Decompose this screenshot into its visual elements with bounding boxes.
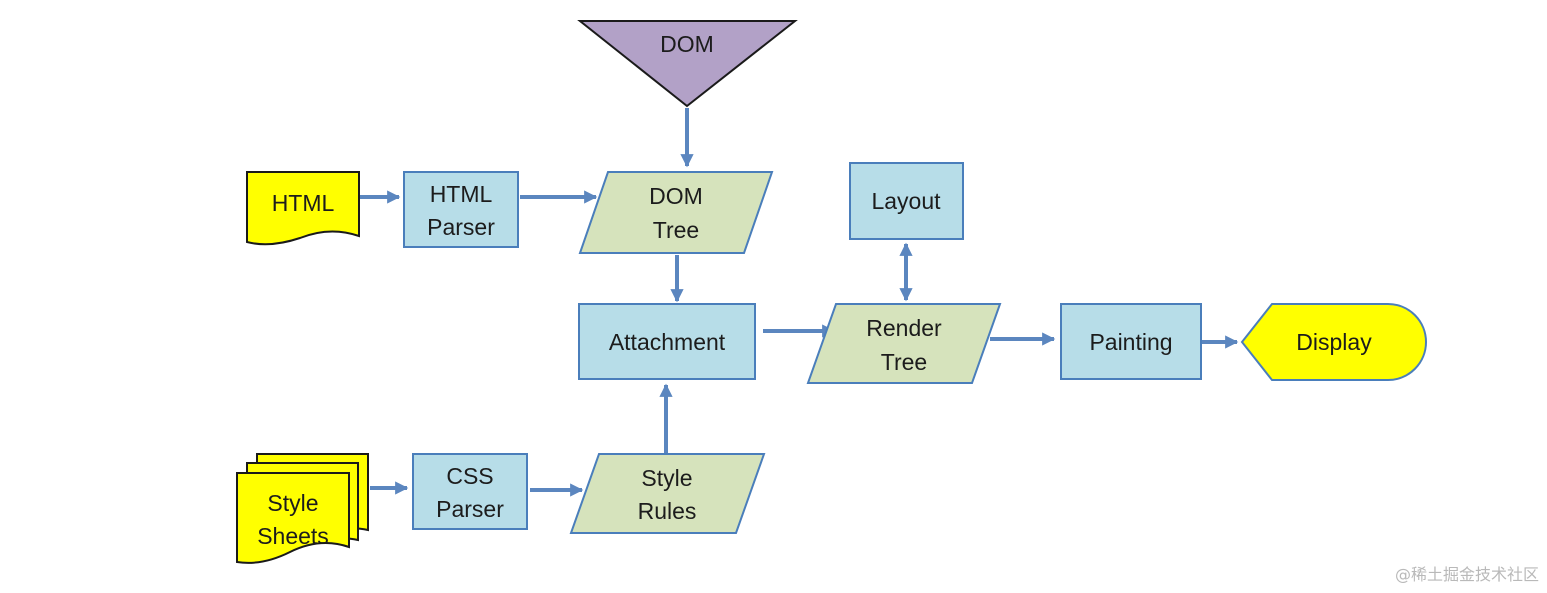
- painting-box: [1060, 303, 1202, 380]
- node-layout: Layout: [849, 162, 964, 240]
- attachment-label: Attachment: [609, 329, 726, 355]
- painting-label: Painting: [1089, 329, 1172, 355]
- node-css-parser: CSS Parser: [412, 453, 528, 530]
- html-parser-label-line1: HTML: [430, 181, 493, 207]
- dom-tree-label-line1: DOM: [649, 183, 703, 209]
- dom-label: DOM: [660, 31, 714, 57]
- node-style-sheets: Style Sheets: [236, 453, 369, 564]
- css-parser-box: [412, 453, 528, 530]
- style-rules-label-line1: Style: [641, 465, 692, 491]
- node-html-parser: HTML Parser: [403, 171, 519, 248]
- layout-label: Layout: [871, 188, 941, 214]
- html-document-shape: [246, 171, 360, 246]
- node-style-rules: Style Rules: [569, 453, 766, 534]
- node-painting: Painting: [1060, 303, 1202, 380]
- node-dom: DOM: [577, 20, 798, 108]
- style-rules-shape: [569, 453, 766, 534]
- layout-box: [849, 162, 964, 240]
- dom-tree-label-line2: Tree: [653, 217, 699, 243]
- html-parser-box: [403, 171, 519, 248]
- style-sheets-label-line1: Style: [267, 490, 318, 516]
- render-tree-label-line2: Tree: [881, 349, 927, 375]
- dom-tree-shape: [578, 171, 774, 254]
- dom-triangle-shape: [577, 20, 798, 108]
- style-rules-label-line2: Rules: [638, 498, 697, 524]
- node-dom-tree: DOM Tree: [578, 171, 774, 254]
- node-display: Display: [1240, 303, 1427, 381]
- watermark: @稀土掘金技术社区: [1394, 565, 1539, 584]
- html-label: HTML: [272, 190, 335, 216]
- node-html-document: HTML: [246, 171, 360, 246]
- node-attachment: Attachment: [578, 303, 756, 380]
- css-parser-label-line1: CSS: [446, 463, 493, 489]
- render-tree-label-line1: Render: [866, 315, 942, 341]
- css-parser-label-line2: Parser: [436, 496, 504, 522]
- node-render-tree: Render Tree: [806, 303, 1002, 384]
- edges: [360, 108, 1239, 497]
- style-sheets-front-page: [236, 472, 350, 564]
- render-tree-shape: [806, 303, 1002, 384]
- attachment-box: [578, 303, 756, 380]
- display-shape: [1240, 303, 1427, 381]
- display-label: Display: [1296, 329, 1372, 355]
- html-parser-label-line2: Parser: [427, 214, 495, 240]
- style-sheets-label-line2: Sheets: [257, 523, 329, 549]
